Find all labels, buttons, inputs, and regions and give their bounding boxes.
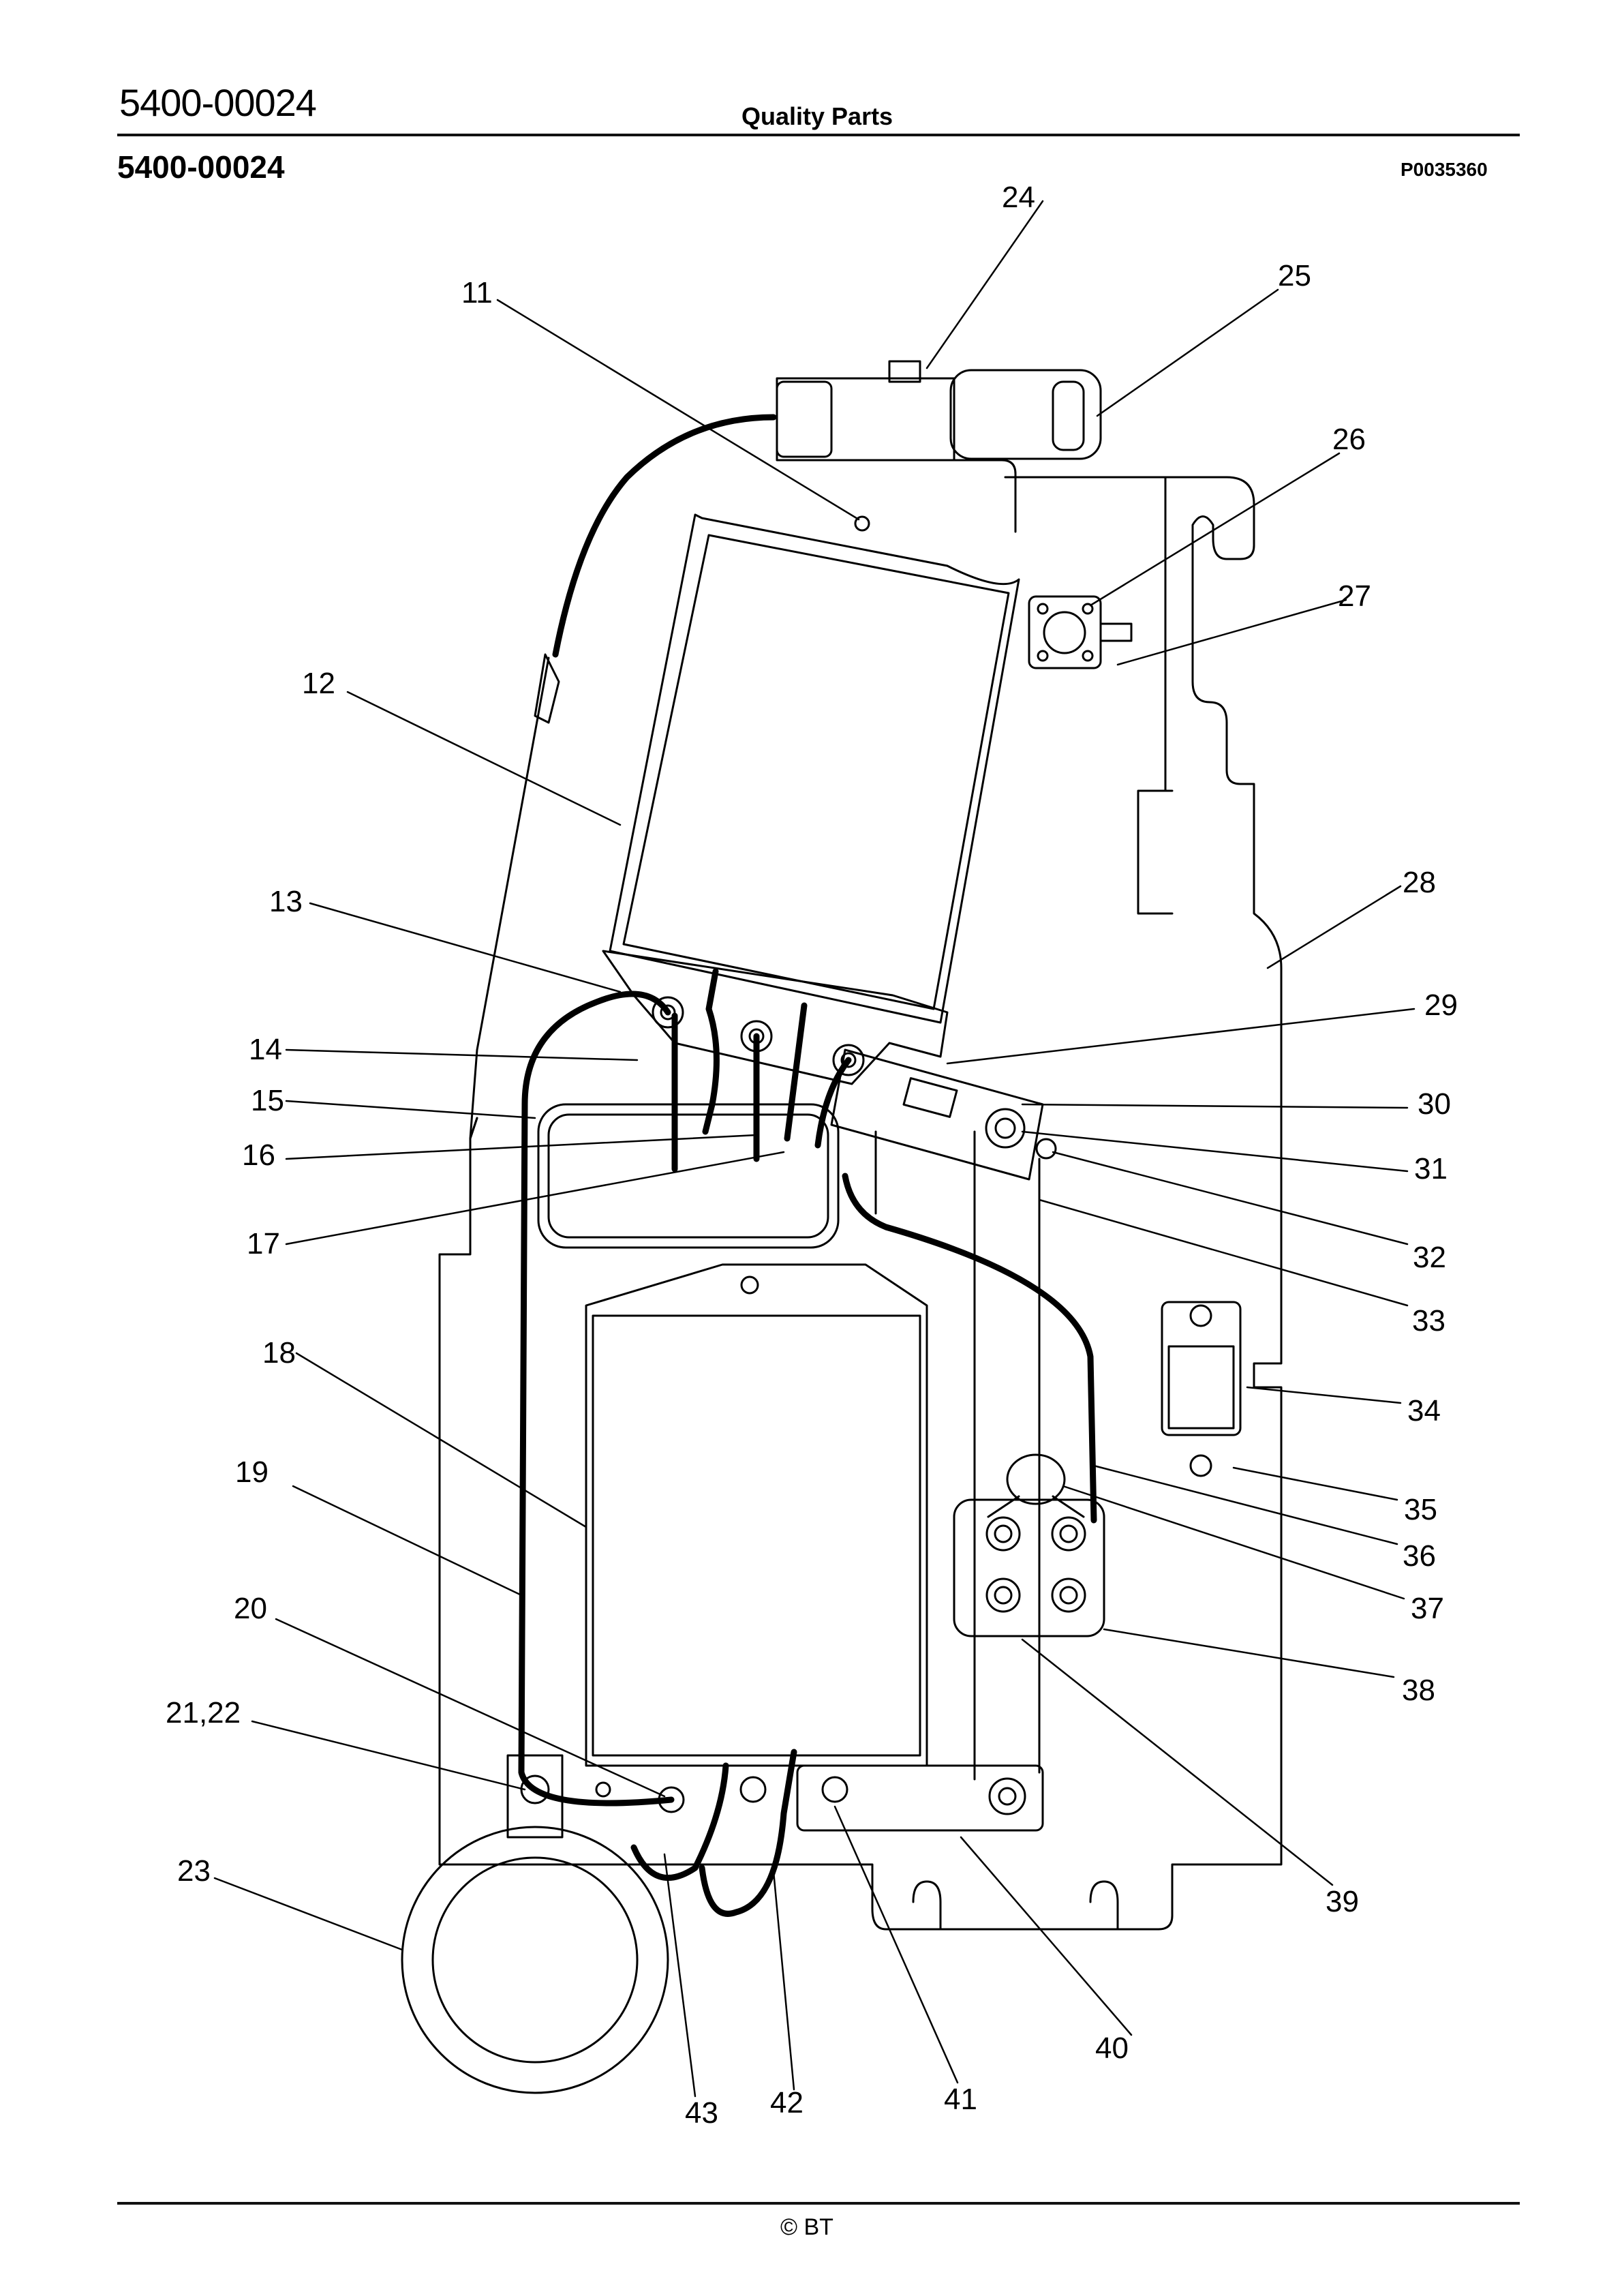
lower-frame-box [537,1103,840,1249]
callout-27: 27 [1338,579,1371,613]
callout-36: 36 [1403,1539,1436,1573]
callout-12: 12 [302,667,335,700]
document-number: 5400-00024 [119,81,317,124]
header-divider [117,134,1520,136]
bottom-tab [912,1880,1119,1931]
callout-32: 32 [1413,1241,1446,1274]
ring-23-outer [401,1826,669,2094]
back-plate [438,476,1283,1931]
contactor-nut-2 [1051,1516,1086,1552]
callout-11: 11 [461,276,493,309]
callout-24: 24 [1002,181,1035,214]
footer-divider [117,2202,1520,2205]
contactor-nut-4 [1051,1577,1086,1613]
back-plate-slot [1137,476,1174,915]
copyright: © BT [780,2214,833,2240]
controller-18 [585,1263,928,1767]
connector-24-cap [888,360,921,383]
callout-33: 33 [1412,1304,1445,1338]
vertical-bar-33 [874,1130,1041,1781]
callout-13: 13 [269,885,303,918]
bracket-29-slot [902,1077,958,1118]
header-brand: Quality Parts [741,102,893,130]
controller-18-inner [592,1314,921,1757]
cable-contactor [842,1173,1097,1524]
upper-motor-hole [854,515,870,532]
ring-23-inner [431,1856,639,2064]
controller-18-hole [740,1275,759,1295]
connector-left [776,380,833,458]
upper-motor-inner [622,534,1010,1010]
callout-41: 41 [944,2083,977,2116]
cable-11 [552,414,777,658]
valve-26-port [1043,611,1086,654]
connector-24-body [776,377,955,462]
lower-frame-inner [547,1113,829,1239]
valve-27-stem [1099,622,1133,642]
contactor-nut-3 [985,1577,1021,1613]
connector-bracket [925,459,1017,533]
bracket-29 [830,1048,1044,1181]
callout-30: 30 [1418,1087,1451,1121]
contactor-nut-1 [985,1516,1021,1552]
terminal-13a [652,996,684,1029]
terminal-13c [832,1044,865,1076]
callout-37: 37 [1411,1592,1444,1625]
callout-16: 16 [242,1138,275,1172]
callout-35: 35 [1404,1493,1437,1526]
rotated-bracket [602,950,949,1085]
nut-30 [985,1108,1026,1149]
connector-25-end [1052,380,1085,451]
bolt-small [595,1781,611,1798]
relay-34-nut-top [1189,1304,1212,1327]
callout-15: 15 [251,1084,284,1117]
callout-40: 40 [1095,2031,1129,2065]
bolt-mid [739,1776,767,1803]
callout-25: 25 [1278,259,1311,292]
page-title: 5400-00024 [117,149,285,185]
callout-18: 18 [262,1336,296,1370]
callout-42: 42 [770,2086,804,2119]
contactor-links [987,1495,1085,1518]
relay-34-nut-bottom [1189,1454,1212,1477]
callout-26: 26 [1332,423,1366,456]
callout-29: 29 [1424,988,1458,1022]
upper-motor-body [609,513,1020,1024]
figure-id: P0035360 [1401,159,1488,180]
valve-26 [1028,595,1102,669]
cable-17 [784,1002,808,1142]
callout-38: 38 [1402,1674,1435,1707]
cable-15 [702,968,720,1135]
cable-43 [630,1762,729,1881]
contactor-knob [1006,1453,1066,1505]
contactor-base [953,1498,1105,1637]
callout-39: 39 [1326,1885,1359,1918]
cable-42 [699,1749,797,1917]
callout-28: 28 [1403,866,1436,899]
callout-21-22: 21,22 [166,1696,241,1729]
busbar-40 [796,1764,1044,1832]
left-tab [534,653,560,724]
cable-17b [814,1057,852,1149]
relay-34 [1161,1301,1242,1436]
callout-17: 17 [247,1227,280,1260]
cable-19 [518,991,675,1807]
callout-14: 14 [249,1033,282,1066]
callout-23: 23 [177,1854,211,1888]
callout-43: 43 [685,2096,718,2130]
relay-34-body [1167,1345,1235,1430]
nut-40 [988,1777,1026,1815]
callout-34: 34 [1407,1394,1441,1428]
cables [518,414,1097,1917]
left-sidewall [469,656,550,1140]
callout-20: 20 [234,1592,267,1625]
bolt-41 [821,1776,848,1803]
callout-19: 19 [235,1455,269,1489]
nut-31 [1035,1138,1057,1160]
callout-31: 31 [1414,1152,1448,1185]
leader-lines [213,200,1416,2098]
